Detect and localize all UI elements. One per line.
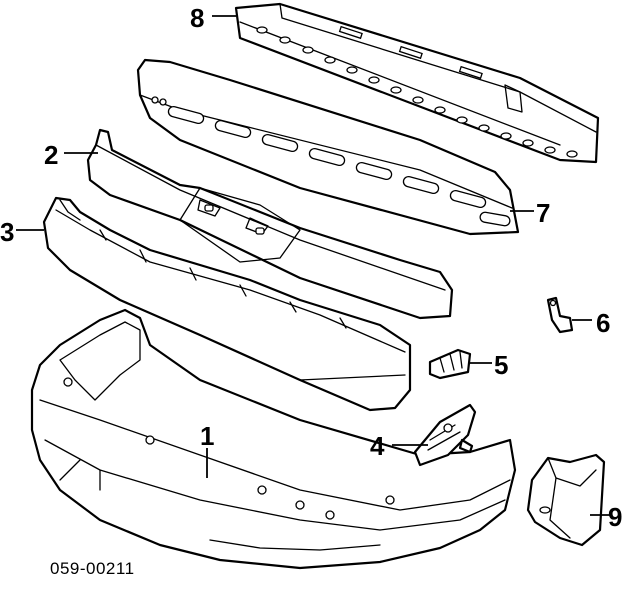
callout-8: 8 <box>190 3 204 33</box>
reference-code: 059-00211 <box>50 559 135 578</box>
callout-5: 5 <box>494 350 508 380</box>
part-7-energy-absorber <box>136 58 520 236</box>
part-9-side-extension <box>526 453 606 547</box>
callout-2: 2 <box>44 140 58 170</box>
callout-6: 6 <box>596 308 610 338</box>
part-1-clip-holes <box>63 377 395 520</box>
leader-lines <box>16 15 610 516</box>
part-8-holes <box>256 25 578 158</box>
callout-7: 7 <box>536 198 550 228</box>
callout-3: 3 <box>0 217 14 247</box>
part-3-lower-cover <box>42 196 412 412</box>
callout-1: 1 <box>200 421 214 451</box>
part-6-bolt-bracket <box>546 296 574 334</box>
callout-labels: 8 2 3 7 6 5 4 1 9 <box>0 3 622 532</box>
part-7-slots <box>167 105 511 227</box>
part-8-reinforcement <box>234 2 600 164</box>
part-4-bracket <box>413 403 477 467</box>
part-5-clip <box>428 348 472 380</box>
callout-9: 9 <box>608 502 622 532</box>
part-2-upper-retainer <box>86 128 454 320</box>
part-1-bumper-cover <box>30 308 517 570</box>
callout-4: 4 <box>370 431 385 461</box>
